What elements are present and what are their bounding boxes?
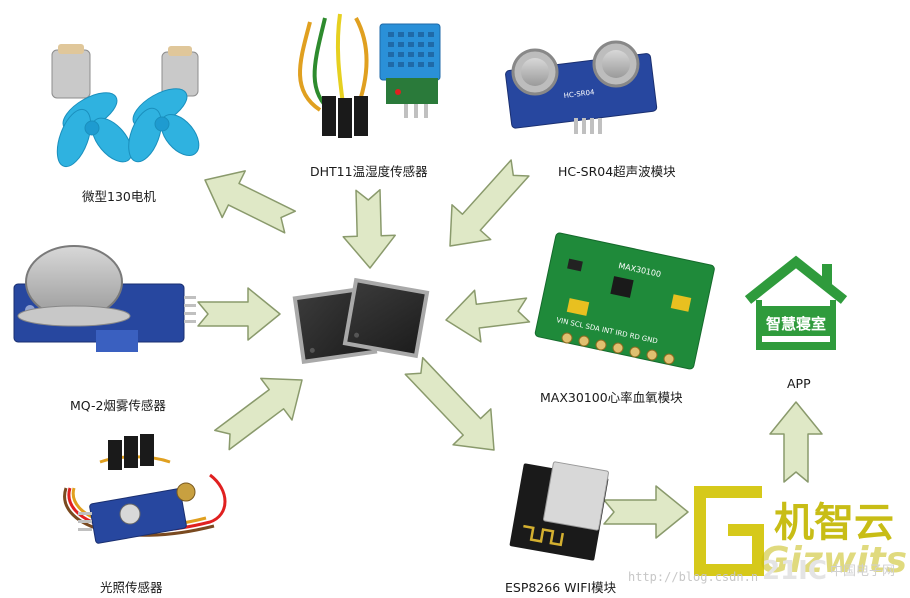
arrow-gizwits-to-app xyxy=(769,401,823,483)
hcsr04-board-text: HC-SR04 xyxy=(563,88,595,100)
arrow-from-max30100 xyxy=(445,289,531,343)
esp8266-image xyxy=(509,461,609,561)
arrow-from-hcsr04 xyxy=(449,159,530,247)
watermark-brand: 21IC xyxy=(762,556,827,586)
watermark-url: http://blog.csdn.n xyxy=(628,570,759,584)
dht11-image xyxy=(298,13,441,138)
motor-image xyxy=(51,44,200,168)
arrow-to-motor xyxy=(204,170,297,234)
hcsr04-image xyxy=(505,40,658,134)
hcsr04-label: HC-SR04超声波模块 xyxy=(558,164,676,179)
arrow-from-mq2 xyxy=(197,287,281,341)
arrow-to-esp8266 xyxy=(404,356,495,451)
gizwits-en-text: Gizwits xyxy=(760,540,908,581)
app-logo-text: 智慧寝室 xyxy=(766,315,826,333)
max30100-image xyxy=(534,232,715,370)
gizwits-logo xyxy=(694,486,764,576)
motor-label: 微型130电机 xyxy=(82,189,156,204)
gizwits-cn-text: 机智云 xyxy=(774,500,894,546)
max30100-label: MAX30100心率血氧模块 xyxy=(540,390,683,405)
watermark-brand-cn: 中国电子网 xyxy=(830,564,896,579)
mq2-label: MQ-2烟雾传感器 xyxy=(70,398,166,413)
light-sensor-label: 光照传感器 xyxy=(100,580,163,595)
arrow-esp-to-gizwits xyxy=(603,485,689,539)
dht11-label: DHT11温湿度传感器 xyxy=(310,164,428,179)
app-label: APP xyxy=(787,376,811,391)
arrows-group xyxy=(197,159,823,539)
microcontroller-chips xyxy=(292,277,430,364)
arrow-from-light xyxy=(214,377,303,451)
esp8266-label: ESP8266 WIFI模块 xyxy=(505,580,617,595)
light-sensor-image xyxy=(63,434,227,544)
app-home-logo xyxy=(744,255,848,350)
arrow-from-dht11 xyxy=(342,188,396,269)
mq2-image xyxy=(13,245,196,352)
